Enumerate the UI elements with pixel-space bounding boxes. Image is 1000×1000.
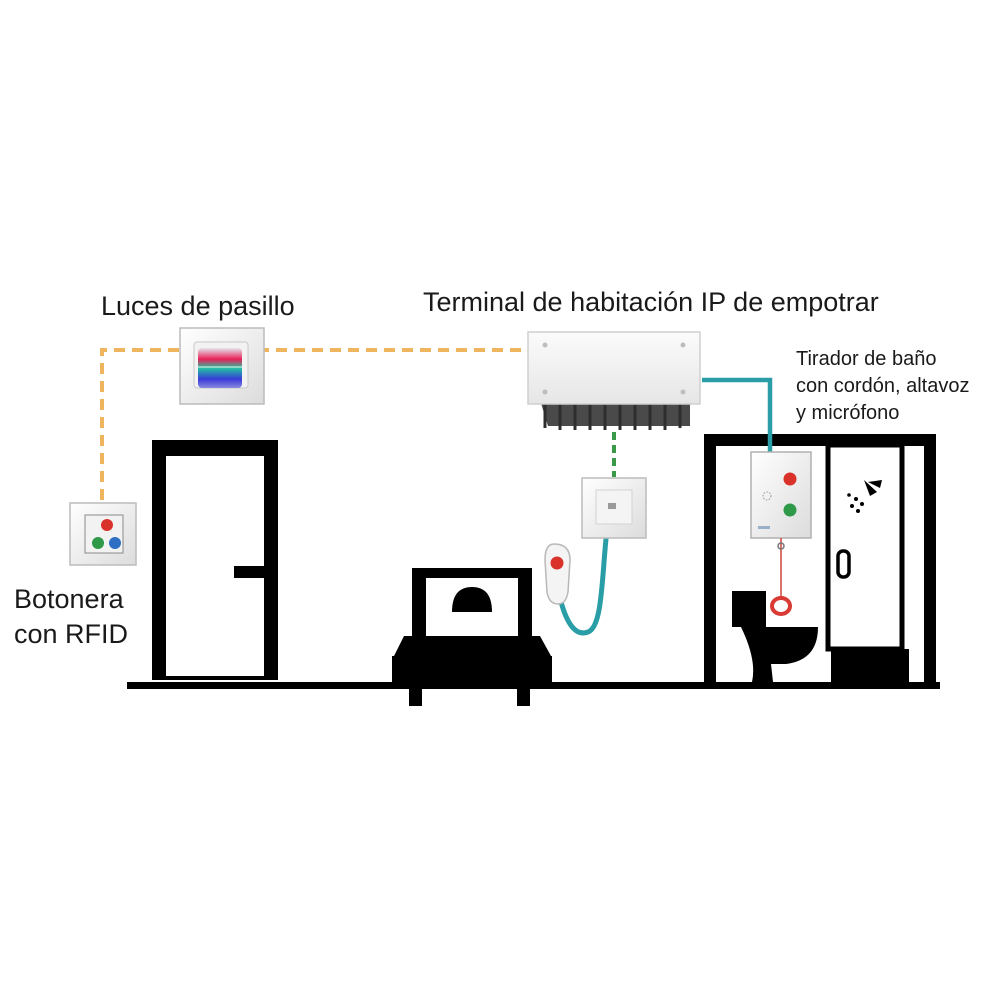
label-hall-lights: Luces de pasillo [101,291,295,321]
screw [542,342,548,348]
bed-leg [517,684,530,706]
brand-mark [758,526,770,529]
label-button-panel-line1: Botonera [14,584,124,614]
bus-line [100,348,525,500]
teal-cable-pear [557,505,613,636]
bed-pillow [452,587,492,612]
room-terminal-device [527,331,701,430]
info-icon [109,537,121,549]
label-bath-puller-line1: Tirador de baño [796,348,937,370]
bell-icon [550,556,564,570]
shower-icon [847,480,882,513]
bed [392,568,552,706]
hall-light-device [179,327,265,405]
label-button-panel-line2: con RFID [14,619,129,649]
person-icon [783,503,797,517]
label-bath-puller-line2: con cordón, altavoz [796,375,970,397]
jack-socket [608,503,616,509]
floor-line [127,682,940,689]
rfid-button-panel [69,502,137,566]
label-room-terminal: Terminal de habitación IP de empotrar [423,287,879,317]
rgb-light-lens [198,348,242,388]
screw [542,389,548,395]
label-bath-puller-line3: y micrófono [796,402,900,424]
cord-connector [777,542,785,550]
screw [680,342,686,348]
speaker-grille [762,491,772,501]
bell-icon [101,519,113,531]
door [152,440,278,680]
pear-call-button [544,543,571,605]
screw [680,389,686,395]
bed-mattress [394,636,551,656]
bedhead-jack-plate [581,477,647,539]
bath-pull-cord-device [750,451,812,616]
shower-cabin [825,442,909,682]
pull-ring [770,596,792,616]
bus-wiring [100,348,525,500]
toilet [732,591,818,682]
person-icon [92,537,104,549]
teal-cable-bath [702,377,773,452]
door-handle [234,566,264,578]
shower-handle [836,549,851,579]
bed-leg [409,684,422,706]
bathroom [704,434,936,684]
bell-icon [783,472,797,486]
cabling [557,377,773,636]
